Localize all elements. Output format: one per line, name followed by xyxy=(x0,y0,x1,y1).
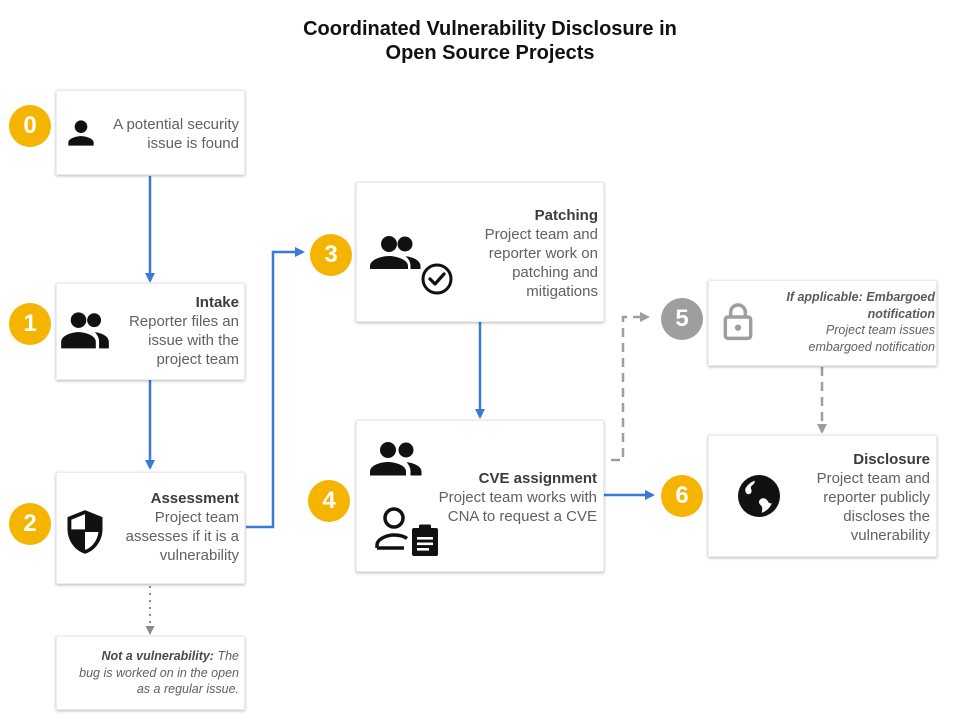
people-check-icon xyxy=(370,236,453,295)
people-icon xyxy=(61,312,109,349)
not-vulnerability-line-1-rest: The xyxy=(213,649,239,663)
step-1-line-2: issue with the xyxy=(148,332,239,349)
not-vulnerability-card xyxy=(56,636,245,710)
step-1-card xyxy=(56,283,245,380)
step-1-line-1: Reporter files an xyxy=(128,313,239,330)
step-4-line-2: CNA to request a CVE xyxy=(447,508,597,525)
step-2-line-1: Project team xyxy=(154,509,239,526)
not-vulnerability-text: Not a vulnerability: The bug is worked o… xyxy=(62,648,239,698)
step-5-heading-line-1: If applicable: Embargoed xyxy=(786,290,935,304)
step-3-badge: 3 xyxy=(310,234,352,276)
step-2-badge: 2 xyxy=(9,503,51,545)
step-0-line-1: A potential security xyxy=(113,116,239,133)
step-5-text: If applicable: Embargoed notification Pr… xyxy=(752,289,935,355)
step-3-line-1: Project team and xyxy=(484,226,598,243)
not-vulnerability-heading: Not a vulnerability: xyxy=(101,649,214,663)
step-2-line-2: assesses if it is a xyxy=(125,528,239,545)
person-assignment-icon xyxy=(375,507,438,556)
step-4-text: CVE assignment Project team works with C… xyxy=(400,469,597,526)
step-5-line-2: embargoed notification xyxy=(808,339,935,354)
step-3-text: Patching Project team and reporter work … xyxy=(440,206,598,301)
step-6-line-3: discloses the xyxy=(843,508,930,525)
globe-icon xyxy=(738,475,780,517)
step-6-badge: 6 xyxy=(661,475,703,517)
step-1-badge: 1 xyxy=(9,303,51,345)
step-3-line-2: reporter work on xyxy=(488,245,598,262)
shield-icon xyxy=(67,510,103,554)
lock-icon xyxy=(723,303,753,341)
step-2-heading: Assessment xyxy=(150,490,239,507)
step-3-heading: Patching xyxy=(534,207,598,224)
step-0-line-2: issue is found xyxy=(147,135,239,152)
not-vulnerability-line-3: as a regular issue. xyxy=(136,682,239,696)
person-icon xyxy=(68,120,94,146)
step-1-line-3: project team xyxy=(156,351,239,368)
step-4-line-1: Project team works with xyxy=(438,489,597,506)
step-3-card xyxy=(356,182,604,322)
step-4-heading: CVE assignment xyxy=(478,470,597,487)
step-1-text: Intake Reporter files an issue with the … xyxy=(100,293,239,369)
people-icon xyxy=(370,442,422,476)
arrow-4-to-5 xyxy=(611,312,650,462)
step-0-text: A potential security issue is found xyxy=(98,115,239,153)
step-5-card xyxy=(708,280,937,366)
page-title: Coordinated Vulnerability Disclosure in … xyxy=(180,17,800,65)
title-line-2: Open Source Projects xyxy=(385,42,595,64)
step-6-line-1: Project team and xyxy=(816,470,930,487)
not-vulnerability-line-2: bug is worked on in the open xyxy=(79,665,239,680)
step-6-line-2: reporter publicly xyxy=(823,489,930,506)
step-2-text: Assessment Project team assesses if it i… xyxy=(108,489,239,565)
title-line-1: Coordinated Vulnerability Disclosure in xyxy=(303,18,677,40)
step-6-line-4: vulnerability xyxy=(850,527,930,544)
step-5-heading-line-2: notification xyxy=(867,306,935,321)
step-2-line-3: vulnerability xyxy=(159,547,239,564)
arrow-2-to-3 xyxy=(246,247,305,529)
step-5-badge: 5 xyxy=(661,298,703,340)
not-vulnerability-line-1: Not a vulnerability: The xyxy=(62,648,239,665)
step-3-line-3: patching and xyxy=(512,264,598,281)
step-0-badge: 0 xyxy=(9,105,51,147)
step-6-text: Disclosure Project team and reporter pub… xyxy=(790,450,930,545)
step-3-line-4: mitigations xyxy=(526,283,598,300)
step-1-heading: Intake xyxy=(195,294,239,311)
step-4-badge: 4 xyxy=(308,480,350,522)
step-6-heading: Disclosure xyxy=(853,451,930,468)
step-0-card xyxy=(56,90,245,175)
step-5-line-1: Project team issues xyxy=(825,323,935,337)
